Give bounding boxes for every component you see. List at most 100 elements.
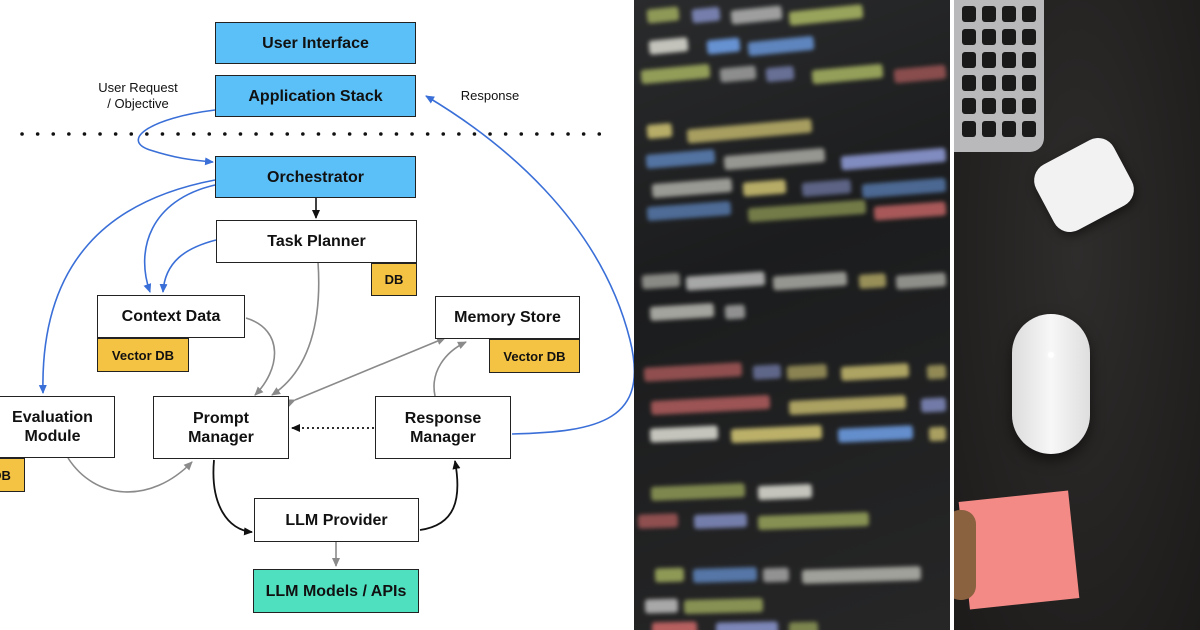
orchestrator-box: Orchestrator [215,156,416,198]
keyboard-key [982,6,996,22]
code-line-segment [651,177,733,199]
evaluation-to-prompt-arrow [67,457,193,493]
keyboard-key [962,52,976,68]
code-line-segment [644,598,679,614]
keyboard-key [1022,98,1036,114]
llm-to-response-arrow [419,460,461,531]
context-data-box: Context Data [97,295,245,338]
keyboard-key [962,75,976,91]
code-line-segment [646,6,680,24]
keyboard-key [1002,6,1016,22]
code-line-segment [645,149,716,170]
keyboard-key [962,6,976,22]
code-line-segment [650,483,746,502]
keyboard-key [982,121,996,137]
orchestrator-to-evaluation-arrow [38,179,216,394]
memory-store-box: Memory Store [435,296,580,339]
code-line-segment [646,122,673,139]
evaluation-db-badge: DB [0,458,25,492]
code-line-segment [873,200,947,221]
keyboard-key [962,98,976,114]
code-line-segment [747,35,815,56]
user-request-arrow [137,109,216,166]
response-to-memory-arrow [433,341,467,397]
keyboard-key [1022,29,1036,45]
code-line-segment [762,567,790,583]
code-line-segment [706,36,741,55]
keyboard-key [1022,121,1036,137]
code-line-segment [649,302,715,321]
prompt-to-llm-arrow [212,459,253,536]
code-line-segment [801,566,922,585]
prompt-memory-arrow [286,337,446,407]
hand-image [954,510,976,600]
code-line-segment [858,273,887,290]
code-line-segment [643,362,743,383]
llm-provider-box: LLM Provider [254,498,419,542]
keyboard-key [1022,75,1036,91]
code-line-segment [641,272,681,290]
planner-to-context-arrow [159,239,217,293]
context-to-prompt-arrow [245,317,276,396]
context-vector-db-badge: Vector DB [97,338,189,372]
desk-photo [954,0,1200,630]
prompt-manager-box: Prompt Manager [153,396,289,459]
code-line-segment [757,511,870,530]
code-line-segment [840,148,947,171]
llm-models-box: LLM Models / APIs [253,569,419,613]
airpods-case-image [1027,131,1141,239]
code-line-segment [719,65,757,83]
keyboard-key [1022,52,1036,68]
code-line-segment [692,567,758,584]
code-line-segment [757,484,813,501]
keyboard-key [982,52,996,68]
code-line-segment [765,65,795,83]
user-request-label: User Request / Objective [98,80,178,111]
sticky-notes-image [958,490,1080,610]
response-to-app-stack-arrow [425,95,634,435]
code-line-segment [893,64,947,84]
keyboard-key [1002,121,1016,137]
code-line-segment [724,304,746,320]
response-label: Response [460,88,520,103]
keyboard-key [1002,75,1016,91]
memory-vector-db-badge: Vector DB [489,339,580,373]
code-line-segment [895,272,947,290]
mouse-image [1012,314,1090,454]
code-line-segment [654,567,685,583]
code-line-segment [730,424,823,443]
code-line-segment [801,179,852,197]
code-line-segment [649,424,719,443]
code-line-segment [786,364,828,381]
code-line-segment [693,512,748,529]
code-line-segment [650,394,771,416]
orchestrator-to-context-arrow [143,184,216,293]
planner-to-prompt-arrow [271,261,320,396]
photo-divider [950,0,954,630]
evaluation-module-box: Evaluation Module [0,396,115,458]
keyboard-key [1002,29,1016,45]
code-line-segment [742,179,787,197]
code-line-segment [926,364,947,380]
code-line-segment [772,271,848,291]
code-line-segment [685,271,766,291]
code-line-segment [723,148,826,171]
response-manager-box: Response Manager [375,396,511,459]
code-line-segment [691,6,721,24]
code-line-segment [747,199,867,222]
code-line-segment [651,621,698,630]
code-screen-photo [634,0,950,630]
keyboard-key [1002,52,1016,68]
code-line-segment [920,397,947,413]
keyboard-key [962,121,976,137]
code-line-segment [730,5,783,25]
code-line-segment [648,36,689,55]
task-planner-box: Task Planner [216,220,417,263]
code-line-segment [637,513,679,529]
code-line-segment [686,118,813,144]
keyboard-key [1022,6,1036,22]
code-line-segment [837,424,914,443]
keyboard-key [982,75,996,91]
code-line-segment [811,63,884,85]
code-line-segment [752,364,782,381]
